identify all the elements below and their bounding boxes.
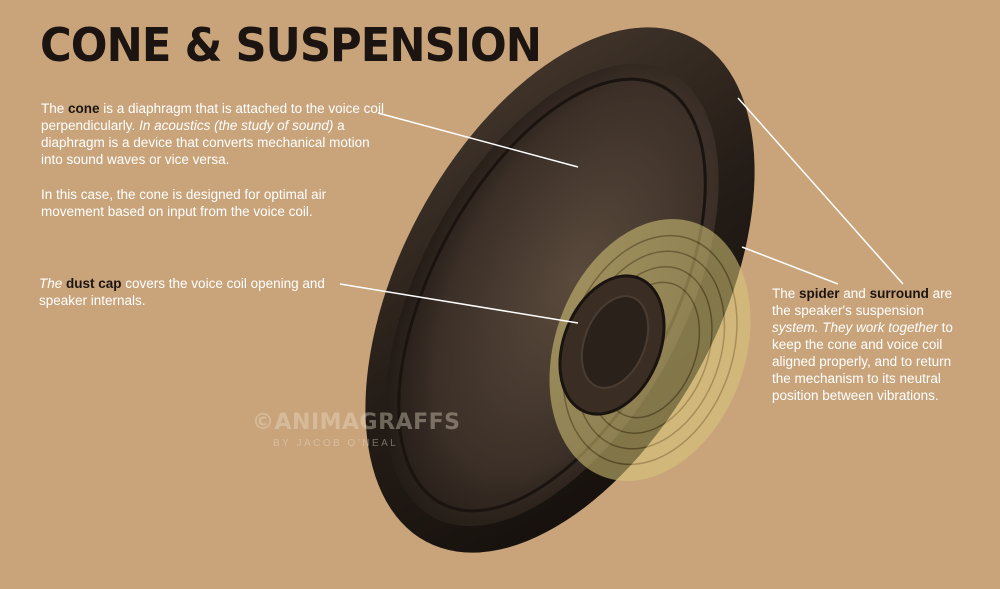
cone-term: cone: [68, 101, 100, 116]
dust-cap-leader-line: [339, 283, 579, 324]
cone-description-2: In this case, the cone is designed for o…: [41, 187, 327, 219]
dust-cap-description: The dust cap covers the voice coil openi…: [39, 276, 325, 308]
watermark-logo: ©ANIMAGRAFFS: [252, 410, 461, 435]
watermark-byline: BY JACOB O'NEAL: [273, 438, 399, 449]
dust-cap-term: dust cap: [66, 276, 122, 291]
surround-leader-line: [737, 97, 904, 285]
spider-leader-line: [741, 246, 839, 285]
cone-leader-line: [377, 112, 579, 168]
voice-coil-opening: [580, 295, 650, 389]
suspension-description: The spider and surround are the speaker'…: [772, 286, 953, 403]
page-title: CONE & SUSPENSION: [40, 18, 542, 72]
cone-description: The cone is a diaphragm that is attached…: [41, 101, 384, 167]
surround-term: surround: [869, 286, 929, 301]
spider-term: spider: [799, 286, 840, 301]
